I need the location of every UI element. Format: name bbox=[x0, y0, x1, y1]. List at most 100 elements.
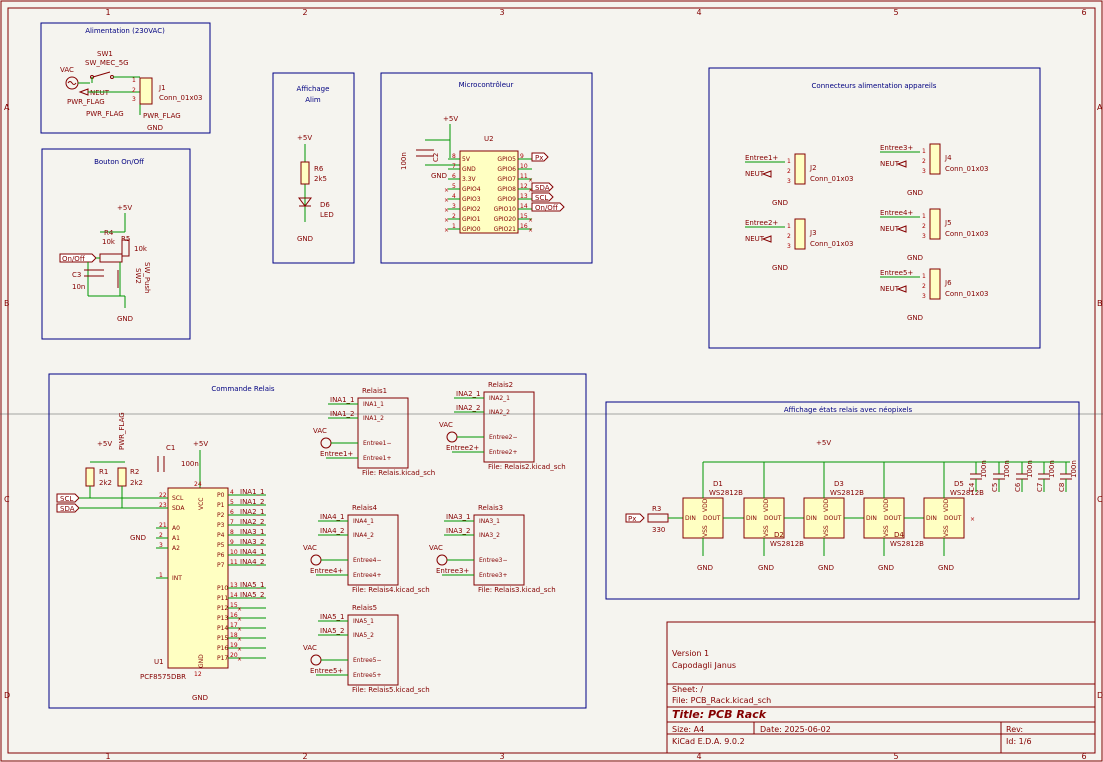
onoff-label: On/Off bbox=[62, 255, 85, 263]
d6-value: LED bbox=[320, 211, 334, 219]
block-title: Affichage bbox=[297, 85, 330, 93]
sda-label: SDA bbox=[60, 505, 75, 513]
col-marker: 4 bbox=[696, 752, 701, 761]
author-text: Capodagli Janus bbox=[672, 661, 736, 670]
j1-ref: J1 bbox=[158, 84, 166, 92]
sheet-pin: INA3_1 bbox=[479, 518, 500, 525]
block-title: Commande Relais bbox=[211, 385, 275, 393]
u2-pin-number: 11 bbox=[520, 173, 528, 180]
block-microcontroleur[interactable]: Microcontrôleur +5V 100n C2 GND U2 5V8GN… bbox=[380, 72, 593, 264]
neut-label: NEUT bbox=[90, 89, 110, 97]
gnd-label: GND bbox=[907, 254, 923, 262]
neut-label: NEUT bbox=[880, 285, 900, 293]
d6-ref: D6 bbox=[320, 201, 330, 209]
block-connecteurs[interactable]: Connecteurs alimentation appareils Entre… bbox=[708, 67, 1041, 349]
r6-ref: R6 bbox=[314, 165, 324, 173]
col-marker: 5 bbox=[893, 752, 898, 761]
net-label: Entree4+ bbox=[310, 567, 343, 575]
u1-pin-number: 23 bbox=[159, 502, 167, 509]
u2-pin-label: GPIO9 bbox=[497, 196, 516, 203]
u2-pin-label: GPIO6 bbox=[497, 166, 516, 173]
cap-ref: C4 bbox=[968, 482, 976, 492]
gnd-label: GND bbox=[117, 315, 133, 323]
no-connect-mark: × bbox=[444, 207, 449, 214]
no-connect-mark: × bbox=[237, 656, 242, 663]
p5v-label: +5V bbox=[97, 440, 112, 448]
block-bouton[interactable]: Bouton On/Off +5V R4 10k R5 10k On/Off C… bbox=[41, 148, 191, 340]
block-alimentation[interactable]: Alimentation (230VAC) VAC SW1 SW_MEC_5G … bbox=[40, 22, 211, 134]
net-label: INA1_2 bbox=[330, 410, 355, 418]
pin-label: DIN bbox=[746, 515, 757, 522]
sheet-name: Relais4 bbox=[352, 504, 378, 512]
u2-pin-number: 5 bbox=[452, 183, 456, 190]
svg-text:2: 2 bbox=[922, 283, 926, 290]
col-marker: 6 bbox=[1081, 8, 1086, 17]
connector-ref: J2 bbox=[809, 164, 817, 172]
net-label: INA4_1 bbox=[320, 513, 345, 521]
led-ref: D5 bbox=[954, 480, 964, 488]
sw1-value: SW_MEC_5G bbox=[85, 59, 129, 67]
u1-pin-label: P7 bbox=[217, 562, 225, 569]
block-title: Microcontrôleur bbox=[459, 81, 514, 89]
u2-pin-number: 10 bbox=[520, 163, 528, 170]
gnd-label: GND bbox=[697, 564, 713, 572]
connector-value: Conn_01x03 bbox=[810, 240, 854, 248]
sheet-pin: INA3_2 bbox=[479, 532, 500, 539]
u2-pin-label: GPIO4 bbox=[462, 186, 481, 193]
cap-value: 100n bbox=[1026, 460, 1034, 478]
no-connect-mark: × bbox=[444, 217, 449, 224]
u2-pin-number: 12 bbox=[520, 183, 528, 190]
led-value: WS2812B bbox=[950, 489, 984, 497]
u1-pin-label: P13 bbox=[217, 615, 228, 622]
net-label: INA3_1 bbox=[240, 528, 265, 536]
net-label: Entree3+ bbox=[880, 144, 913, 152]
row-marker: A bbox=[4, 103, 10, 112]
pin-label: DOUT bbox=[824, 515, 842, 522]
u1-pin-number: 14 bbox=[230, 592, 238, 599]
block-commande-relais[interactable]: Commande Relais +5V PWR_FLAG R1 2k2 R2 2… bbox=[48, 373, 587, 709]
u2-pin-number: 1 bbox=[452, 223, 456, 230]
u2-pin-label: GPIO3 bbox=[462, 196, 481, 203]
u1-pin-number: 18 bbox=[230, 632, 238, 639]
gnd-label: GND bbox=[431, 172, 447, 180]
block-affichage-alim[interactable]: Affichage Alim +5V R6 2k5 D6 LED GND bbox=[272, 72, 355, 264]
tool-text: KiCad E.D.A. 9.0.2 bbox=[672, 737, 745, 746]
no-connect-mark: × bbox=[444, 227, 449, 234]
sheet-pin: INA1_2 bbox=[363, 415, 384, 422]
p5v-label: +5V bbox=[443, 115, 458, 123]
c1-ref: C1 bbox=[166, 444, 175, 452]
net-label: Entree1+ bbox=[320, 450, 353, 458]
block-neopixels[interactable]: Affichage états relais avec néopixels +5… bbox=[605, 401, 1080, 600]
gnd-pin: GND bbox=[198, 654, 205, 668]
u1-pin-label: A0 bbox=[172, 525, 180, 532]
pin-label: DOUT bbox=[703, 515, 721, 522]
u2-pin-label: 3.3V bbox=[462, 176, 477, 183]
svg-text:1: 1 bbox=[922, 273, 926, 280]
cap-value: 100n bbox=[1070, 460, 1078, 478]
pin-label: VDD bbox=[763, 498, 770, 512]
svg-text:1: 1 bbox=[922, 213, 926, 220]
sheet-file: File: Relais5.kicad_sch bbox=[352, 686, 430, 694]
net-label: INA2_2 bbox=[456, 404, 481, 412]
